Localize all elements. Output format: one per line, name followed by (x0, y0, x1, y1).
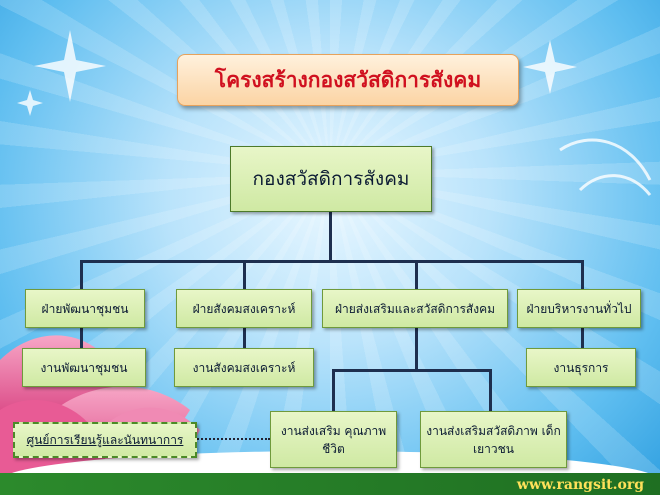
connector-root-down (329, 211, 332, 262)
unit-community-development: งานพัฒนาชุมชน (22, 348, 146, 387)
connector-div3-down (415, 327, 418, 371)
website-url: www.rangsit.org (516, 477, 644, 493)
connector-unit3b-up (489, 369, 492, 412)
division-community-development: ฝ่ายพัฒนาชุมชน (25, 289, 145, 328)
connector-horizontal-main (80, 260, 584, 263)
connector-div2-down (243, 327, 246, 349)
page-title: โครงสร้างกองสวัสดิการสังคม (177, 54, 519, 106)
sparkle-decoration-right (523, 40, 652, 196)
connector-div4-up (581, 260, 584, 290)
learning-center-box: ศูนย์การเรียนรู้และนันทนาการ (13, 422, 197, 458)
connector-div1-down (80, 327, 83, 349)
connector-unit3a-up (332, 369, 335, 412)
division-promotion-welfare: ฝ่ายส่งเสริมและสวัสดิการสังคม (322, 289, 508, 328)
connector-div3-up (415, 260, 418, 290)
unit-quality-of-life: งานส่งเสริม คุณภาพชีวิต (270, 411, 397, 468)
unit-administration: งานธุรการ (526, 348, 636, 387)
unit-youth-welfare: งานส่งเสริมสวัสดิภาพ เด็กเยาวชน (420, 411, 567, 468)
connector-div3-horizontal (332, 369, 492, 372)
division-social-welfare: ฝ่ายสังคมสงเคราะห์ (176, 289, 312, 328)
unit-social-welfare: งานสังคมสงเคราะห์ (174, 348, 314, 387)
footer-bar (0, 473, 660, 495)
connector-div1-up (80, 260, 83, 290)
sparkle-decoration-left (17, 30, 106, 116)
root-box: กองสวัสดิการสังคม (230, 146, 432, 212)
connector-div4-down (581, 327, 584, 349)
division-general-admin: ฝ่ายบริหารงานทั่วไป (517, 289, 641, 328)
connector-div2-up (243, 260, 246, 290)
dotted-connector-learning-center (194, 438, 270, 440)
